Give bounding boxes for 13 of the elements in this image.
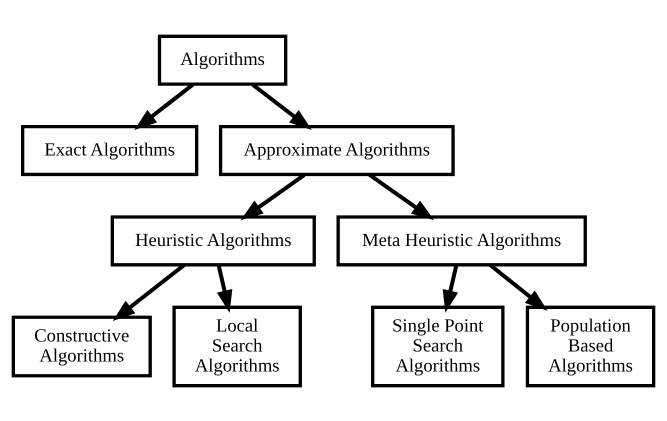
arrow xyxy=(134,82,194,130)
node-box: Constructive Algorithms xyxy=(12,315,152,377)
arrow xyxy=(216,264,232,312)
node-box: Algorithms xyxy=(158,34,288,86)
node-box: Population Based Algorithms xyxy=(526,305,656,387)
node-box: Exact Algorithms xyxy=(21,124,198,176)
node-box: Heuristic Algorithms xyxy=(110,214,316,266)
node-box: Local Search Algorithms xyxy=(172,305,302,387)
node-box: Single Point Search Algorithms xyxy=(371,305,505,387)
arrow xyxy=(442,264,458,312)
arrow xyxy=(251,82,312,130)
node-box: Approximate Algorithms xyxy=(218,124,455,176)
node-box: Meta Heuristic Algorithms xyxy=(336,214,587,266)
